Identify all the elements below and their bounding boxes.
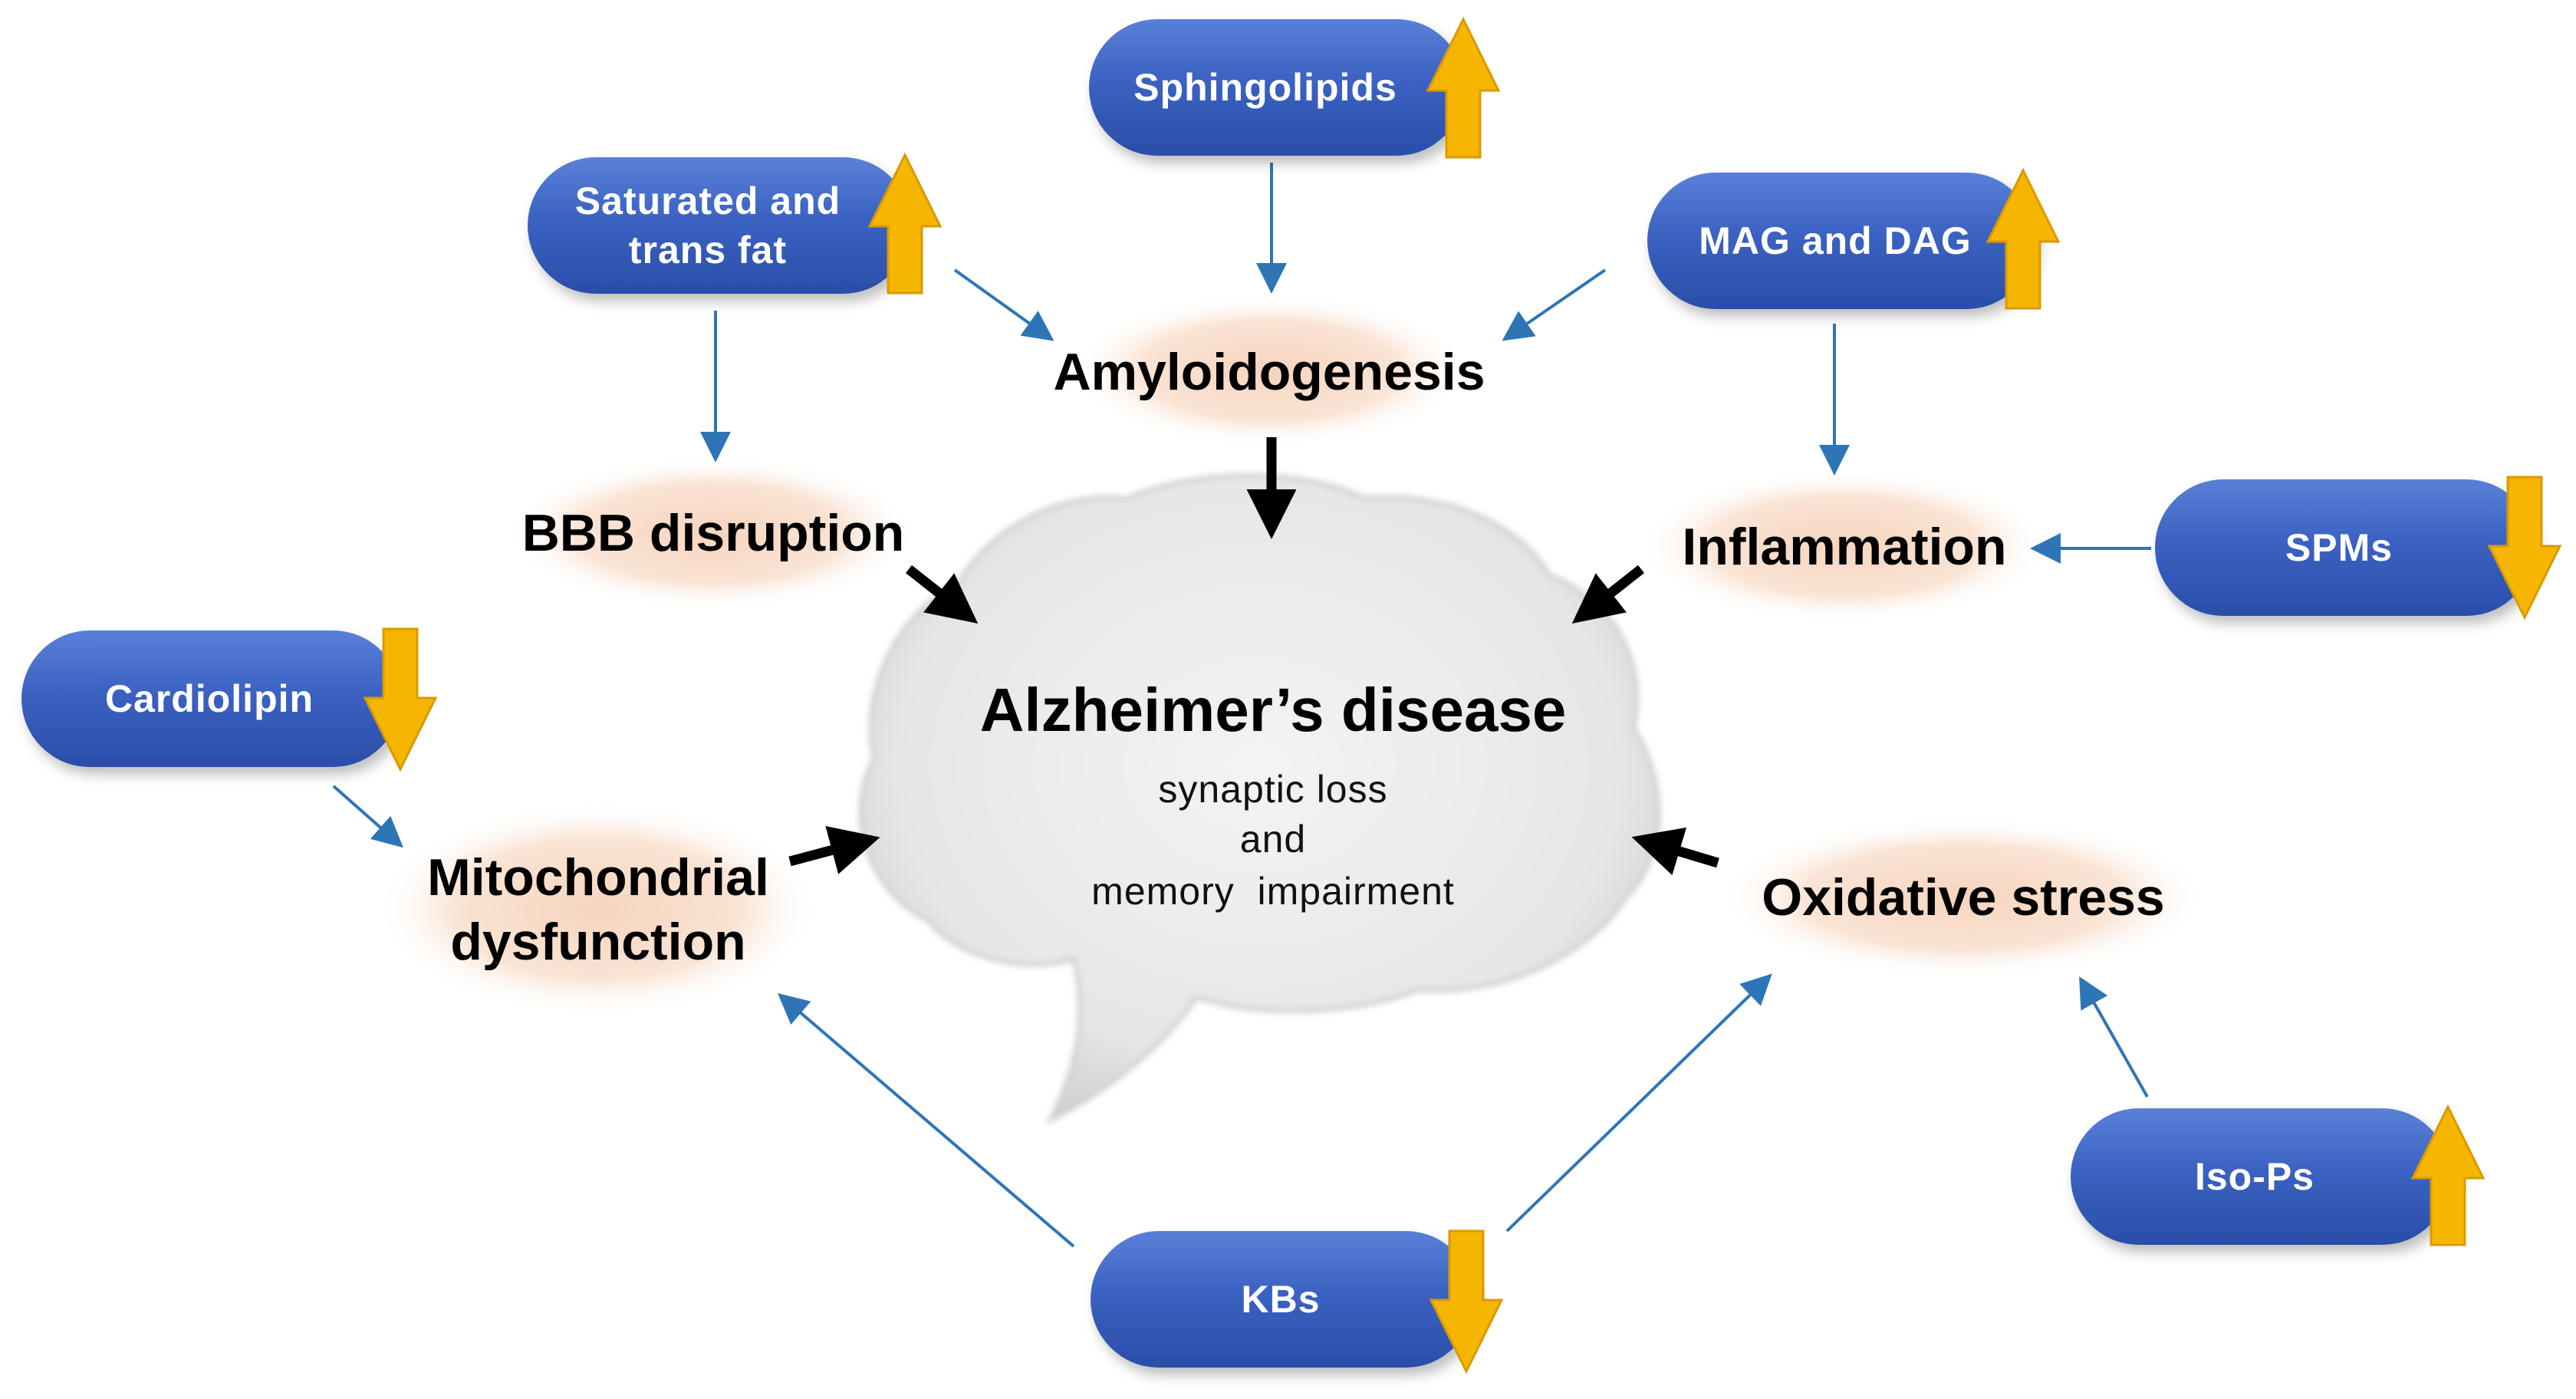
saturated-label-line1: Saturated and <box>574 179 841 222</box>
isops-pill <box>2071 1108 2450 1245</box>
isops-label: Iso-Ps <box>2194 1155 2315 1198</box>
inflammation-glow <box>1637 469 2051 623</box>
trend-arrows <box>363 16 2562 1374</box>
arrow-kbs-to-mitochondrial <box>777 992 1075 1248</box>
cardiolipin-down-arrow-icon <box>363 627 438 772</box>
saturated-up-arrow-icon <box>867 152 943 295</box>
oxidative-glow <box>1718 817 2209 978</box>
sphingolipids-up-arrow-icon <box>1426 16 1501 159</box>
saturated-label: Saturated and trans fat <box>535 157 880 294</box>
amyloidogenesis-label: Amyloidogenesis <box>1053 343 1485 401</box>
arrow-saturated-to-amyloidogenesis <box>953 268 1054 341</box>
spms-down-arrow-icon <box>2487 476 2562 620</box>
mitochondrial-label-line1: Mitochondrial <box>427 848 769 907</box>
arrow-isops-to-oxidative <box>2079 976 2149 1098</box>
kbs-down-arrow-icon <box>1429 1229 1504 1374</box>
spms-label: SPMs <box>2285 526 2393 569</box>
arrow-kbs-to-oxidative <box>1505 973 1772 1233</box>
arrow-bbb-to-ad <box>905 565 979 624</box>
oxidative-label: Oxidative stress <box>1762 868 2165 927</box>
amyloidogenesis-glow <box>1070 294 1469 447</box>
thin-arrows <box>332 163 2151 1248</box>
magdag-up-arrow-icon <box>1985 167 2061 310</box>
center-title: Alzheimer’s disease <box>979 676 1567 744</box>
thick-arrows <box>788 437 1719 876</box>
bbb-glow <box>505 456 919 610</box>
magdag-pill <box>1647 173 2035 309</box>
kbs-pill <box>1091 1231 1474 1368</box>
spms-pill <box>2155 479 2535 616</box>
cardiolipin-pill <box>21 630 401 767</box>
mitochondrial-label-line2: dysfunction <box>450 913 746 971</box>
arrow-mitochondrial-to-ad <box>788 825 880 874</box>
center-line3: memory impairment <box>1091 870 1455 913</box>
center-line1: synaptic loss <box>1158 768 1388 811</box>
sphingolipids-label: Sphingolipids <box>1133 66 1397 109</box>
cardiolipin-label: Cardiolipin <box>104 677 314 720</box>
mitochondrial-label: Mitochondrial dysfunction <box>360 844 836 976</box>
saturated-pill <box>528 157 911 294</box>
lipid-pills <box>21 19 2535 1368</box>
arrow-cardiolipin-to-mitochondrial <box>332 785 403 848</box>
sphingolipids-pill <box>1089 19 1465 156</box>
inflammation-label: Inflammation <box>1682 518 2007 576</box>
center-line2: and <box>1239 818 1307 861</box>
saturated-label-line2: trans fat <box>628 229 788 272</box>
bbb-label: BBB disruption <box>521 504 905 562</box>
magdag-label: MAG and DAG <box>1699 219 1972 262</box>
arrow-magdag-to-amyloidogenesis <box>1502 268 1607 341</box>
isops-up-arrow-icon <box>2410 1104 2486 1246</box>
arrow-oxidative-to-ad <box>1631 827 1719 876</box>
arrow-inflammation-to-ad <box>1571 565 1645 624</box>
brain-cloud <box>858 473 1661 1125</box>
mitochondrial-glow <box>376 802 821 1016</box>
kbs-label: KBs <box>1241 1278 1321 1321</box>
